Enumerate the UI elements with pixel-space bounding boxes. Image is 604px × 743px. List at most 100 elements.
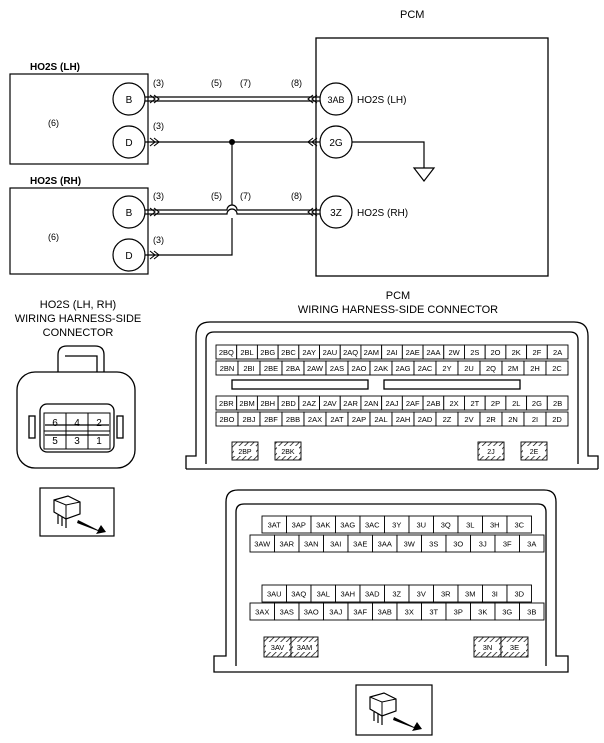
lh-sensor-box [9, 73, 149, 165]
pcm-pin-label: 2BM [239, 399, 254, 408]
rh-terminal-b-label: B [126, 208, 133, 219]
pcm-pin-cell [506, 515, 532, 534]
pcm-pin-label-bg [476, 642, 499, 652]
pcm-pin-label: 3AS [280, 608, 294, 617]
mark-3-rh-d: (3) [153, 235, 164, 245]
rh-terminal-b [112, 195, 146, 229]
pcm-pin-label: 3U [416, 521, 426, 530]
pcm-pin-label: 2Y [442, 364, 451, 373]
pcm-pin-label: 2BG [260, 348, 275, 357]
pcm-pin-label: 2N [508, 415, 518, 424]
pcm-pin-label: 3M [465, 590, 475, 599]
junction-dot [229, 139, 235, 145]
pcm-pin-label: 3P [454, 608, 463, 617]
pcm-pin-label: 2AQ [343, 348, 358, 357]
pcm-pin-label: 2BI [243, 364, 254, 373]
pcm-pin-label: 2X [450, 399, 459, 408]
pcm-pin-label: 2Z [443, 415, 452, 424]
pcm-pin-cell [519, 534, 545, 553]
pcm-pin-cell [546, 344, 569, 360]
pcm-pin-label: 3J [479, 540, 487, 549]
pcm-pin-label: 3G [502, 608, 512, 617]
pcm-pin-label-bg [266, 642, 289, 652]
pcm-pin-label: 2AW [307, 364, 324, 373]
pcm-pin-label-bg [293, 642, 316, 652]
pcm-pin-label: 2B [553, 399, 562, 408]
pcm-pin-label: 2BA [286, 364, 300, 373]
connector-view-icon [355, 684, 433, 736]
pcm-block2-housing [185, 321, 599, 470]
mark-3-lh-d: (3) [153, 121, 164, 131]
pcm-pin-label: 3F [503, 540, 512, 549]
pcm-pin-label: 3A [527, 540, 536, 549]
pcm-pin-label: 3T [429, 608, 438, 617]
pcm-pin-label: 3AL [317, 590, 330, 599]
pcm-pin-label: 3N [483, 643, 493, 652]
pcm-pin-label: 3AK [316, 521, 330, 530]
pcm-pin-label: 2BJ [243, 415, 256, 424]
pcm-pin-label: 2L [512, 399, 520, 408]
pcm-connector-title-2: WIRING HARNESS-SIDE CONNECTOR [298, 304, 498, 316]
pcm-pin-label: 2AL [374, 415, 387, 424]
pcm-pin-label: 3R [441, 590, 451, 599]
pcm-pin-label: 2BK [281, 449, 295, 456]
pcm-pin-label: 3Y [392, 521, 401, 530]
pcm-pin-label: 3L [466, 521, 474, 530]
pcm-pin-label: 2T [470, 399, 479, 408]
pcm-pin-label: 2BO [219, 415, 234, 424]
lh-terminal-b-label: B [126, 95, 133, 106]
pcm-label-lh: HO2S (LH) [357, 95, 406, 106]
ho2s-connector-title-2: WIRING HARNESS-SIDE [15, 313, 142, 325]
pcm-pin-label: 3AG [340, 521, 355, 530]
pcm-pin-label: 2P [491, 399, 500, 408]
pcm-pin-label-bg [277, 446, 299, 456]
mark-8-lh: (8) [291, 78, 302, 88]
pcm-pin-label: 3AD [365, 590, 380, 599]
pcm-pin-cell [545, 411, 569, 427]
pcm-pin-label: 2A [553, 348, 562, 357]
pcm-terminal-3ab-label: 3AB [327, 95, 344, 105]
pcm-pin-label: 2AX [308, 415, 322, 424]
pcm-pin-label: 2BN [220, 364, 235, 373]
pcm-title: PCM [400, 9, 424, 21]
ho2s-connector-title-1: HO2S (LH, RH) [40, 299, 116, 311]
pcm-pin-label: 3K [478, 608, 487, 617]
pcm-pin-label: 3AM [297, 643, 312, 652]
pcm-pin-label: 3AE [353, 540, 367, 549]
pcm-terminal-3ab [319, 82, 353, 116]
pcm-pin-label: 2AK [374, 364, 388, 373]
pcm-pin-label: 3B [527, 608, 536, 617]
pcm-pin-label: 2AN [364, 399, 379, 408]
mark-5-lh: (5) [211, 78, 222, 88]
pcm-pin-label: 2BD [281, 399, 296, 408]
pcm-pin-label: 2E [530, 449, 539, 456]
pcm-pin-label: 2AM [364, 348, 379, 357]
ho2s-pin: 2 [96, 418, 102, 429]
pcm-pin-label: 2Q [486, 364, 496, 373]
rh-sensor-mark: (6) [48, 232, 59, 242]
pcm-pin-label: 3V [417, 590, 426, 599]
pcm-pin-cell [519, 602, 545, 621]
pcm-pin-label: 2AB [426, 399, 440, 408]
pcm-pin-label: 2AH [396, 415, 411, 424]
pcm-pin-label: 3Z [392, 590, 401, 599]
lh-sensor-title: HO2S (LH) [30, 62, 80, 73]
pcm-pin-label: 2AF [406, 399, 420, 408]
pcm-pin-label: 2O [491, 348, 501, 357]
pcm-pin-label: 3H [490, 521, 500, 530]
pcm-pin-label-bg [503, 642, 526, 652]
connector-chevrons [149, 94, 318, 260]
ho2s-connector-title-3: CONNECTOR [43, 327, 114, 339]
pcm-pin-label: 2BC [281, 348, 296, 357]
ho2s-connector-body [16, 345, 136, 469]
pcm-pin-label: 2AS [330, 364, 344, 373]
pcm-pin-label: 3AT [268, 521, 282, 530]
pcm-pin-label: 2AV [323, 399, 337, 408]
mark-5-rh: (5) [211, 191, 222, 201]
mark-3-rh-b: (3) [153, 191, 164, 201]
pcm-pin-label: 3AX [255, 608, 269, 617]
pcm-pin-label: 3AN [304, 540, 319, 549]
pcm-pin-label: 2BL [240, 348, 253, 357]
